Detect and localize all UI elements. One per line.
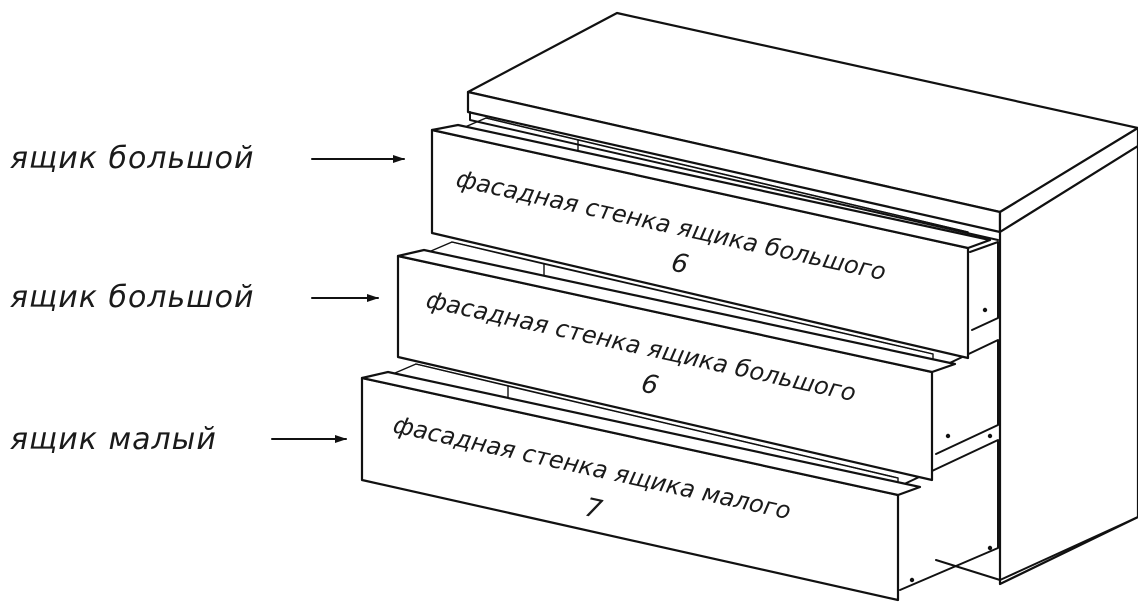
drawer-box-top-edge xyxy=(577,139,969,233)
drawer-box-top-edge xyxy=(507,385,899,479)
confirmat-dot xyxy=(987,433,993,439)
drawer-front-top-edge xyxy=(360,370,922,497)
drawer-large-top xyxy=(430,117,992,360)
cabinet-carcass-top-edge xyxy=(469,111,999,241)
carcass-front-edge-upper xyxy=(969,241,999,331)
cabinet-body xyxy=(466,11,1138,591)
cabinet-plinth xyxy=(935,516,1138,581)
drawer-part-number: 6 xyxy=(668,248,691,281)
side-callout-3: ящик малый xyxy=(10,422,347,457)
side-callout-2: ящик большой xyxy=(10,280,379,315)
confirmat-dot xyxy=(982,307,988,313)
drawer-front-top-edge xyxy=(430,123,992,250)
drawer-side-label: ящик большой xyxy=(10,141,254,176)
drawer-large-middle xyxy=(396,241,957,482)
drawer-part-number: 7 xyxy=(582,493,605,526)
drawer-side-label: ящик большой xyxy=(10,280,254,315)
drawer-box-top-edge xyxy=(543,263,934,355)
drawer-front-top-edge xyxy=(396,248,957,374)
confirmat-dot xyxy=(945,433,951,439)
carcass-front-edge-lower xyxy=(899,439,999,591)
drawer-side-label: ящик малый xyxy=(10,422,217,457)
confirmat-dot xyxy=(987,545,993,551)
drawer-part-number: 6 xyxy=(638,369,661,402)
confirmat-dot xyxy=(909,577,915,583)
cabinet-top-side-edge xyxy=(998,126,1138,234)
side-callout-1: ящик большой xyxy=(10,141,405,176)
drawer-small-bottom xyxy=(360,363,922,602)
